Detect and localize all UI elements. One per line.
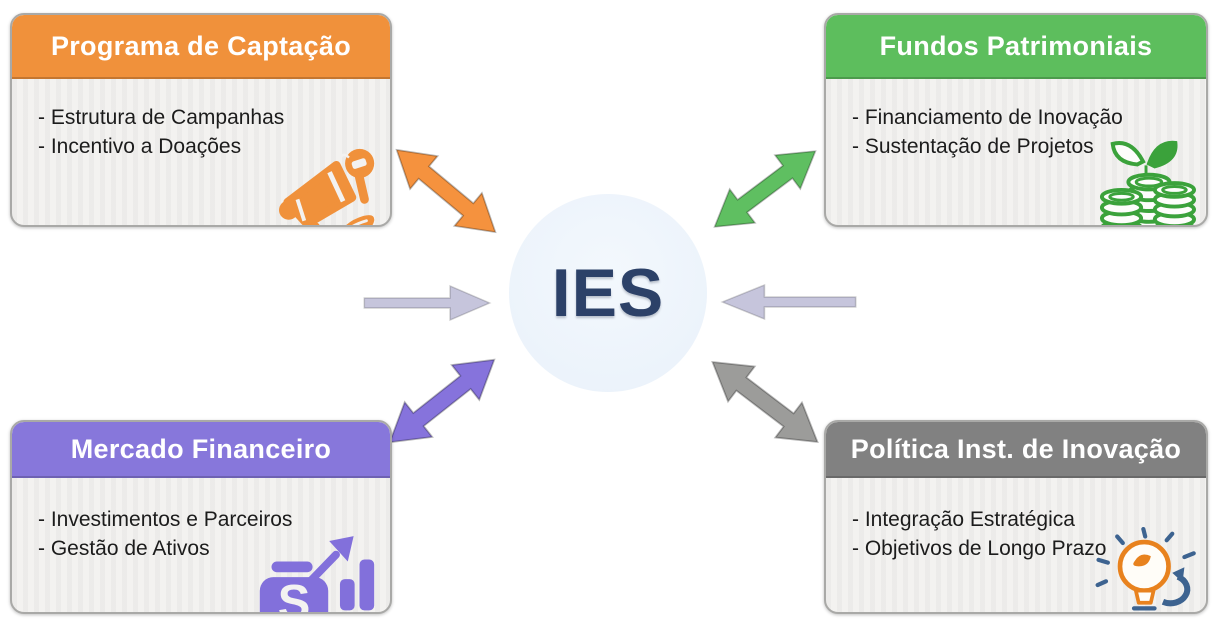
list-item: - Sustentação de Projetos <box>852 134 1094 158</box>
node-body: - Estrutura de Campanhas - Incentivo a D… <box>12 79 390 225</box>
arrow-politica-ies <box>698 343 832 461</box>
lightbulb-cycle-icon <box>1092 526 1204 612</box>
center-label: IES <box>551 255 665 331</box>
node-body: - Integração Estratégica - Objetivos de … <box>826 478 1206 612</box>
list-item: - Financiamento de Inovação <box>852 106 1123 129</box>
arrow-captacao-ies <box>382 132 510 250</box>
node-mercado-financeiro: Mercado Financeiro - Investimentos e Par… <box>10 420 392 614</box>
list-item: - Gestão de Ativos <box>38 536 210 560</box>
arrow-left-ies <box>363 285 491 321</box>
list-item: - Estrutura de Campanhas <box>38 106 285 129</box>
node-title-politica-inst-inovacao: Política Inst. de Inovação <box>826 422 1206 478</box>
list-item: - Incentivo a Doações <box>38 134 242 158</box>
arrow-right-ies <box>721 284 857 320</box>
node-body: - Financiamento de Inovação - Sustentaçã… <box>826 79 1206 225</box>
center-node-ies: IES <box>509 194 707 392</box>
node-politica-inst-inovacao: Política Inst. de Inovação - Integração … <box>824 420 1208 614</box>
megaphone-donation-icon <box>274 144 386 225</box>
list-item: - Objetivos de Longo Prazo <box>852 536 1107 560</box>
coin-stack-plant-icon <box>1098 135 1196 225</box>
svg-text:S: S <box>278 576 311 614</box>
list-item: - Integração Estratégica <box>852 508 1075 531</box>
node-title-fundos-patrimoniais: Fundos Patrimoniais <box>826 15 1206 79</box>
node-programa-de-captacao: Programa de Captação - Estrutura de Camp… <box>10 13 392 227</box>
node-fundos-patrimoniais: Fundos Patrimoniais - Financiamento de I… <box>824 13 1208 227</box>
node-body: - Investimentos e Parceiros - Gestão de … <box>12 478 390 614</box>
arrow-mercado-ies <box>375 341 509 461</box>
node-title-programa-de-captacao: Programa de Captação <box>12 15 390 79</box>
arrow-fundos-ies <box>701 133 829 245</box>
list-item: - Investimentos e Parceiros <box>38 508 293 531</box>
money-bag-growth-chart-icon: S <box>250 534 382 614</box>
node-title-mercado-financeiro: Mercado Financeiro <box>12 422 390 478</box>
